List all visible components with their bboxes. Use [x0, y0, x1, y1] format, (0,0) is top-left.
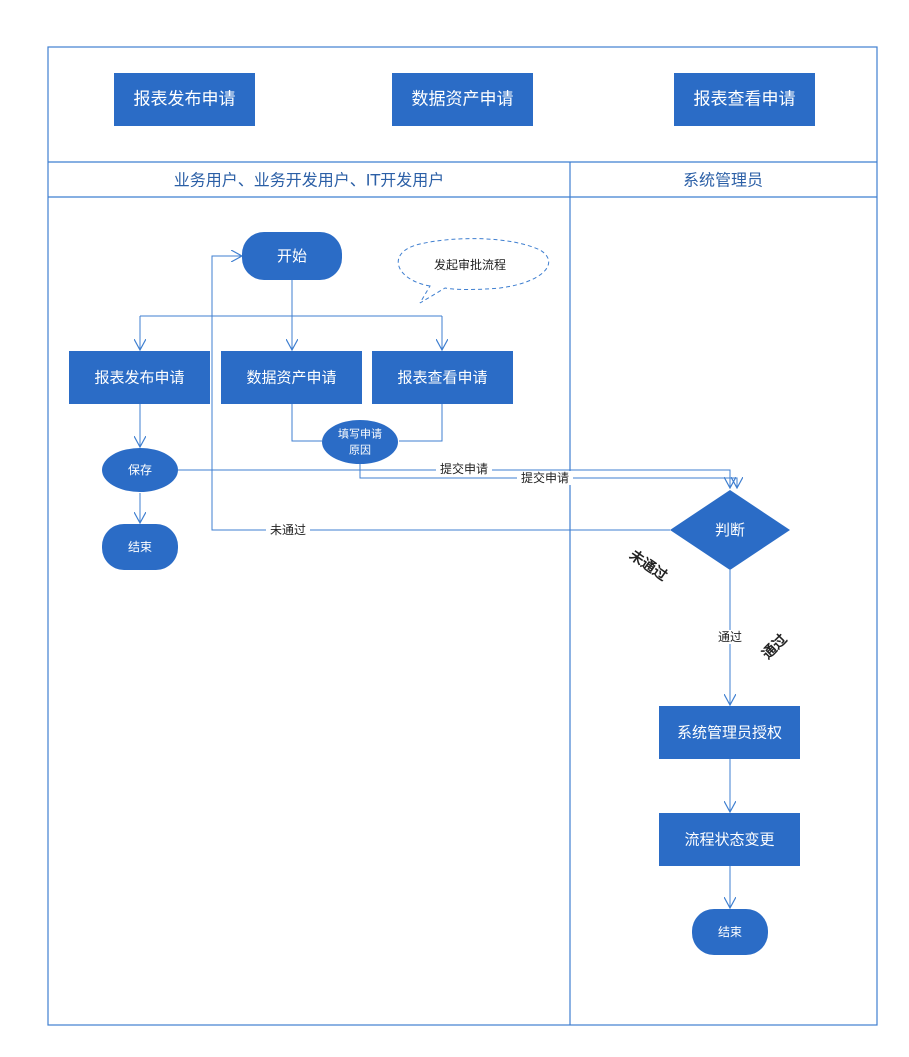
node-publish[interactable]: 报表发布申请 [69, 351, 210, 404]
arrow-save-judge [178, 469, 730, 488]
connector-asset-reason [291, 404, 322, 442]
node-fill-reason-label-1: 填写申请 [338, 427, 382, 441]
node-judge-label: 判断 [715, 521, 745, 539]
node-end-left[interactable]: 结束 [102, 524, 178, 570]
legend-asset: 数据资产申请 [392, 73, 533, 126]
node-fill-reason[interactable]: 填写申请 原因 [322, 420, 398, 464]
callout-bubble-label: 发起审批流程 [434, 257, 506, 272]
node-end-left-label: 结束 [128, 540, 152, 554]
node-fill-reason-label-2: 原因 [349, 444, 371, 457]
legend-publish-label: 报表发布申请 [134, 90, 236, 110]
arrow-reject-start [211, 256, 670, 531]
node-end-right-label: 结束 [718, 925, 742, 939]
node-publish-label: 报表发布申请 [94, 369, 184, 387]
node-end-right[interactable]: 结束 [692, 909, 768, 955]
node-save-label: 保存 [128, 463, 152, 477]
lane-title-users: 业务用户、业务开发用户、IT开发用户 [174, 171, 445, 190]
edge-label-bg-submit-1 [436, 462, 492, 476]
node-view[interactable]: 报表查看申请 [372, 351, 513, 404]
node-status-change-label: 流程状态变更 [684, 831, 774, 849]
node-start-label: 开始 [277, 247, 307, 265]
node-asset-label: 数据资产申请 [246, 369, 336, 387]
node-view-label: 报表查看申请 [397, 369, 487, 387]
edge-label-bg-pass [714, 630, 746, 644]
node-save[interactable]: 保存 [102, 448, 178, 492]
legend-view: 报表查看申请 [674, 73, 815, 126]
edge-label-bg-reject [266, 523, 310, 537]
legend-publish: 报表发布申请 [114, 73, 255, 126]
callout-bubble: 发起审批流程 [397, 238, 550, 304]
node-authorize-label: 系统管理员授权 [677, 724, 782, 742]
legend-view-label: 报表查看申请 [694, 90, 796, 110]
node-status-change[interactable]: 流程状态变更 [659, 813, 800, 866]
edge-label-submit-1: 提交申请 [440, 461, 488, 476]
edge-label-bg-submit-2 [517, 471, 573, 485]
lane-title-admin: 系统管理员 [683, 171, 763, 190]
node-start[interactable]: 开始 [242, 232, 342, 280]
node-asset[interactable]: 数据资产申请 [221, 351, 362, 404]
outer-frame [47, 46, 878, 1026]
edge-label-pass-bold: 通过 [759, 631, 791, 663]
edge-label-submit-2: 提交申请 [521, 470, 569, 485]
node-judge[interactable]: 判断 [670, 490, 790, 570]
edge-label-reject: 未通过 [270, 523, 306, 537]
connector-view-reason [399, 404, 443, 442]
edge-label-reject-bold: 未通过 [626, 547, 670, 585]
legend-asset-label: 数据资产申请 [412, 90, 514, 110]
node-authorize[interactable]: 系统管理员授权 [659, 706, 800, 759]
edge-label-pass: 通过 [718, 630, 742, 644]
